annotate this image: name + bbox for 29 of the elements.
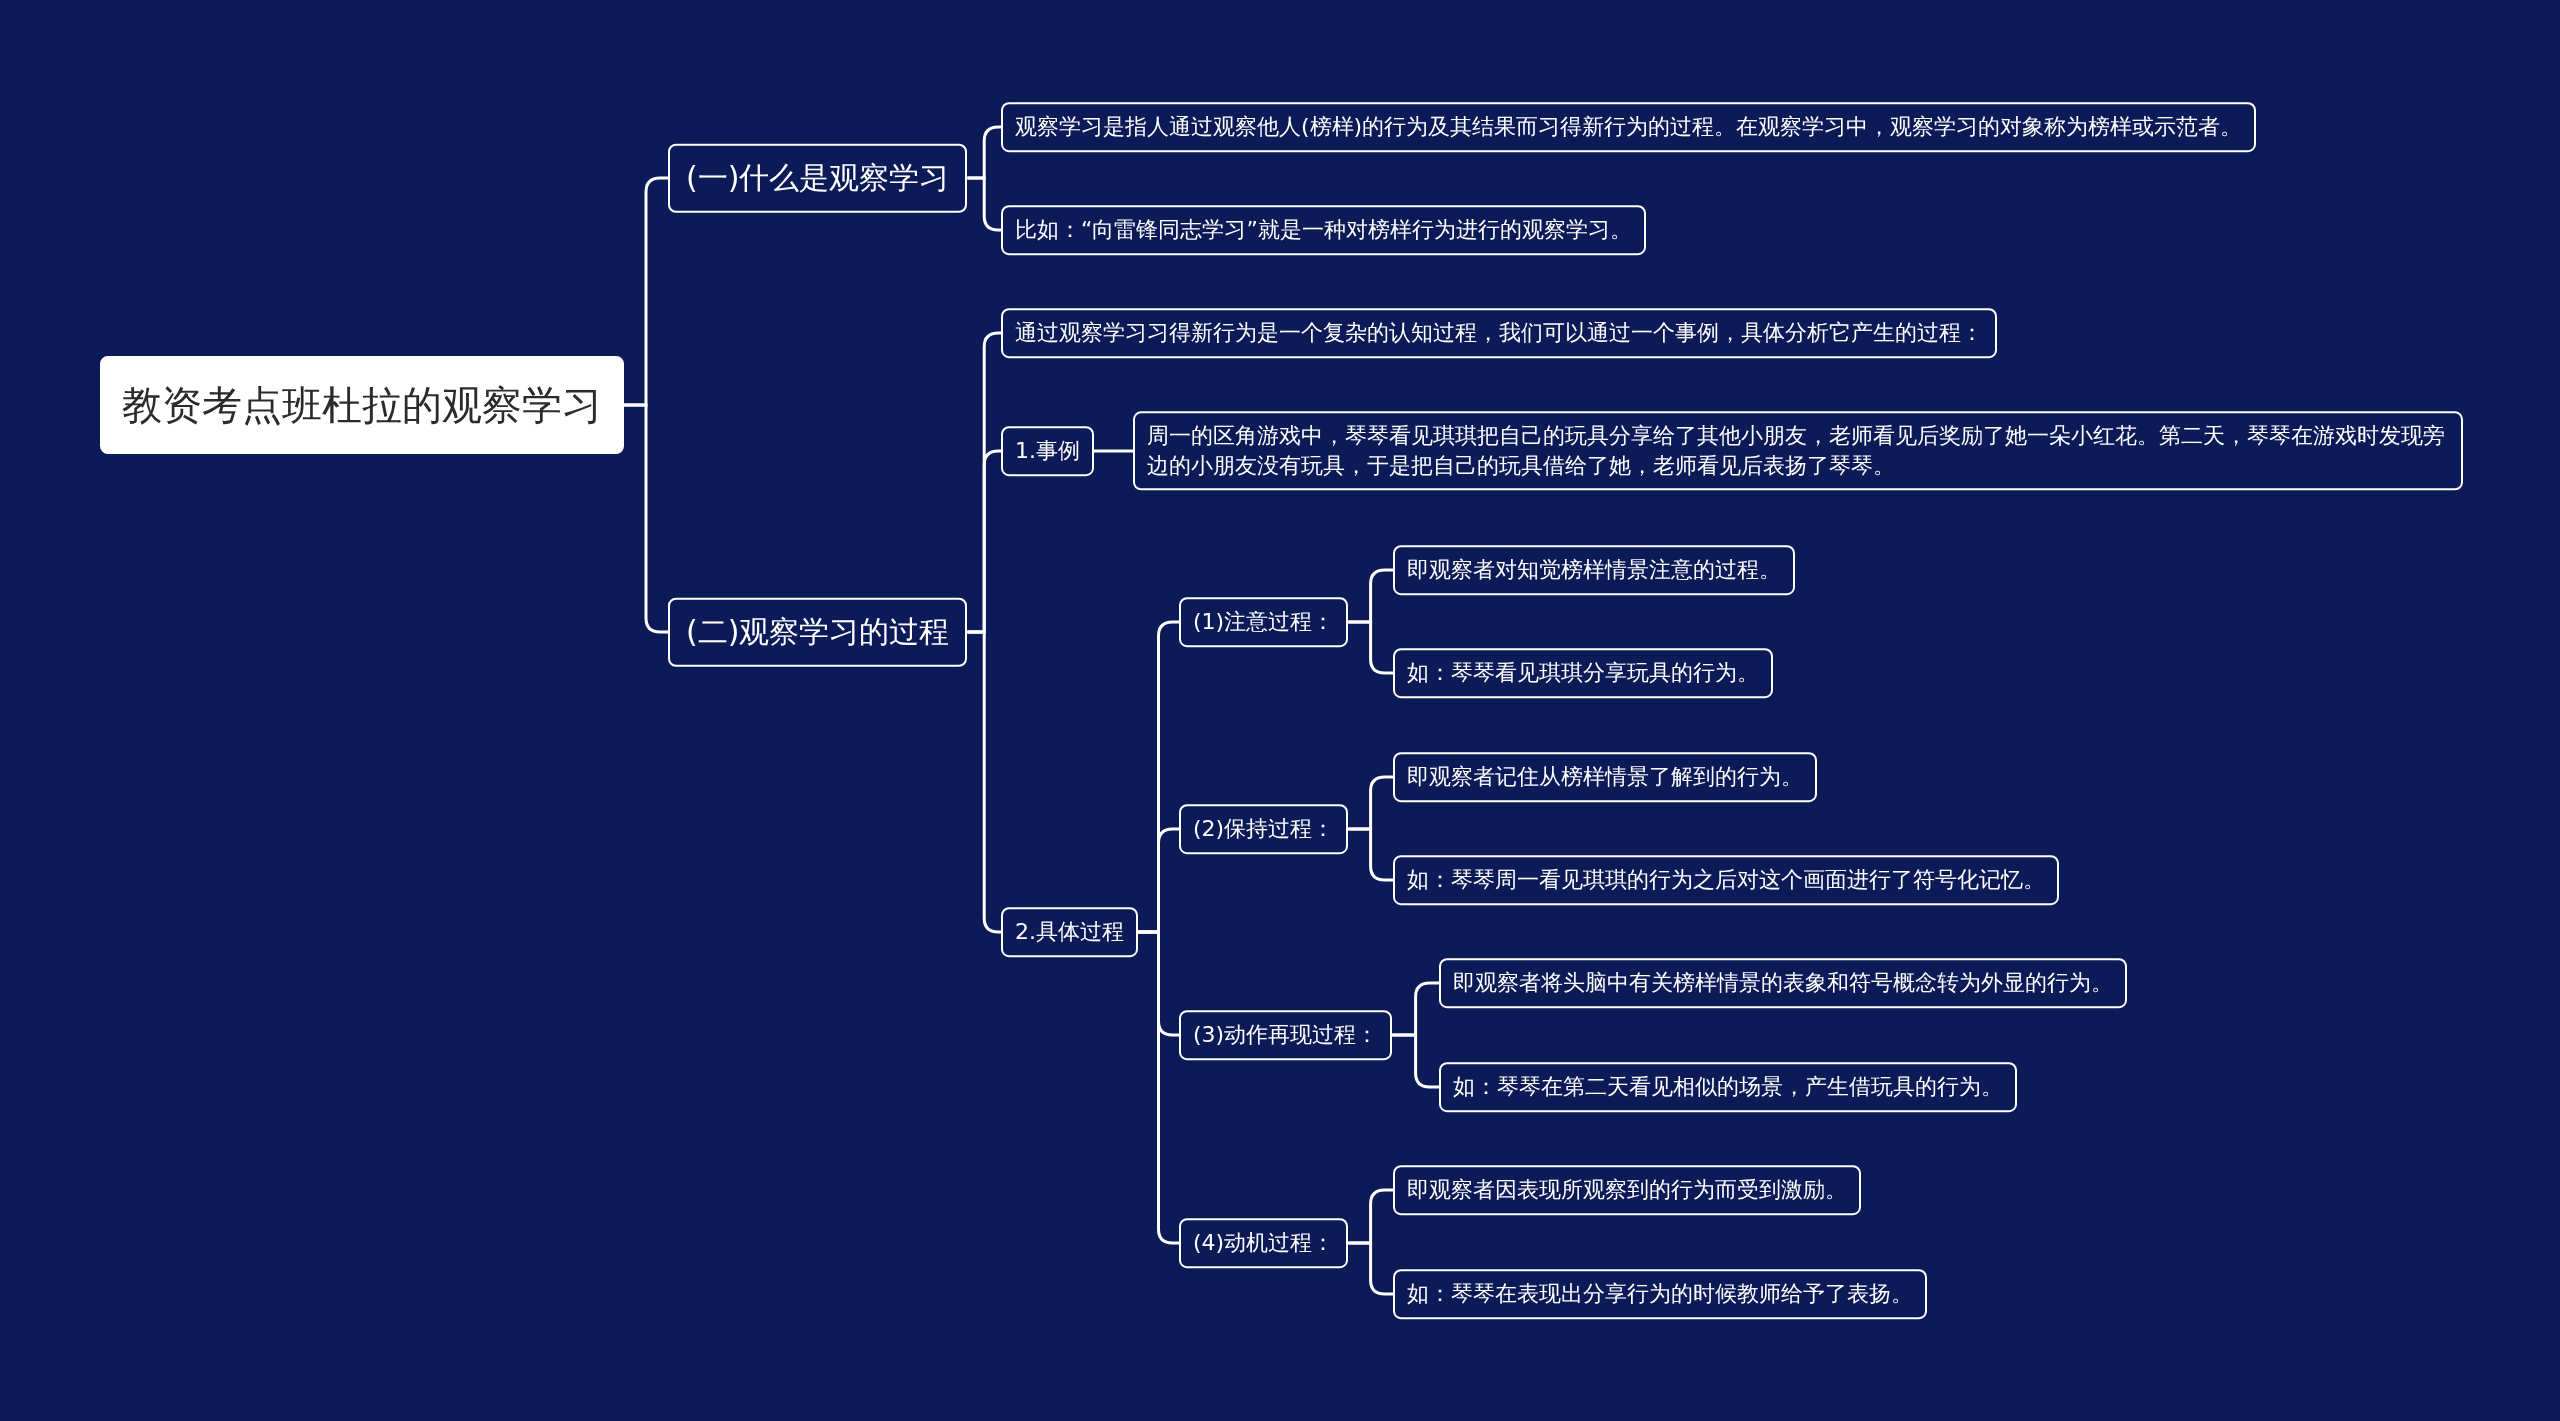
topic-box: 周一的区角游戏中，琴琴看见琪琪把自己的玩具分享给了其他小朋友，老师看见后奖励了她一朵小红花。第二天，琴琴在游戏时发现旁边的小朋友没有玩具，于是把自己的玩具借给了她，老师看见后表扬了琴琴。 [1133, 411, 2463, 491]
topic-box: (3)动作再现过程： [1179, 1010, 1393, 1060]
topic-box: 通过观察学习习得新行为是一个复杂的认知过程，我们可以通过一个事例，具体分析它产生的过程： [1001, 308, 1997, 358]
topic-box: 如：琴琴周一看见琪琪的行为之后对这个画面进行了符号化记忆。 [1393, 855, 2059, 905]
topic-box: 如：琴琴在表现出分享行为的时候教师给予了表扬。 [1393, 1269, 1927, 1319]
topic-box: 2.具体过程 [1001, 907, 1138, 957]
main-topic-box: (二)观察学习的过程 [668, 597, 968, 667]
connector-line [1348, 827, 1393, 882]
connector-line [1094, 449, 1133, 453]
topic-box: 如：琴琴看见琪琪分享玩具的行为。 [1393, 648, 1773, 698]
topic-box: (1)注意过程： [1179, 597, 1349, 647]
topic-box: 如：琴琴在第二天看见相似的场景，产生借玩具的行为。 [1439, 1062, 2017, 1112]
connector-line [1348, 1241, 1393, 1296]
topic-box: 即观察者对知觉榜样情景注意的过程。 [1393, 545, 1795, 595]
main-topic-box: (一)什么是观察学习 [668, 143, 968, 213]
root-topic-box: 教资考点班杜拉的观察学习 [100, 356, 624, 454]
connector-line [967, 176, 1001, 232]
topic-box: 比如：“向雷锋同志学习”就是一种对榜样行为进行的观察学习。 [1001, 205, 1646, 255]
connector-line [1348, 620, 1393, 675]
topic-box: 即观察者因表现所观察到的行为而受到激励。 [1393, 1165, 1861, 1215]
topic-box: (2)保持过程： [1179, 804, 1349, 854]
connector-line [1138, 930, 1179, 1245]
connector-line [624, 403, 668, 634]
topic-box: 1.事例 [1001, 426, 1094, 476]
topic-box: 即观察者记住从榜样情景了解到的行为。 [1393, 752, 1817, 802]
topic-box: (4)动机过程： [1179, 1218, 1349, 1268]
topic-box: 观察学习是指人通过观察他人(榜样)的行为及其结果而习得新行为的过程。在观察学习中，观察学习的对象称为榜样或示范者。 [1001, 102, 2257, 152]
topic-box: 即观察者将头脑中有关榜样情景的表象和符号概念转为外显的行为。 [1439, 958, 2127, 1008]
connector-line [1392, 1033, 1439, 1089]
